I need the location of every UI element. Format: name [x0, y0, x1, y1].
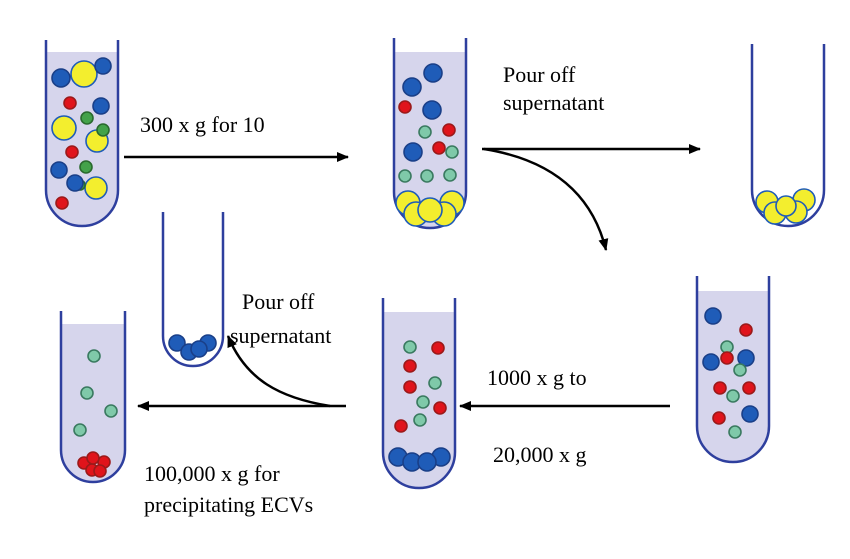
- particles-mixed: [50, 57, 112, 210]
- tube-initial-sample: [44, 40, 120, 228]
- tube-after-20000g: [381, 298, 457, 490]
- tube-pellet-large-cells: [750, 44, 826, 228]
- particles-supernatant: [398, 63, 459, 183]
- label-supernatant-1: supernatant: [503, 90, 605, 115]
- arrow-pour-off-2: [226, 335, 331, 408]
- tube-supernatant-transferred: [695, 276, 771, 464]
- red-pellet: [77, 451, 111, 478]
- arrow-transfer-supernatant: [483, 147, 609, 251]
- label-pour-off-1: Pour off: [503, 62, 576, 87]
- label-step3-line2: precipitating ECVs: [144, 492, 314, 517]
- blue-pellet: [388, 447, 451, 472]
- particles-teal: [73, 349, 118, 437]
- tube-after-300g: [392, 38, 468, 230]
- tube-ecv-pellet: [59, 311, 127, 484]
- label-supernatant-2: supernatant: [230, 323, 332, 348]
- label-step1: 300 x g for 10: [140, 112, 265, 137]
- yellow-pellet: [395, 190, 465, 227]
- label-step3-line1: 100,000 x g for: [144, 461, 280, 486]
- blue-pellet-2: [168, 334, 217, 361]
- tube-pellet-blue: [161, 212, 225, 368]
- particles-supernatant-2: [702, 307, 759, 439]
- label-step2-line1: 1000 x g to: [487, 365, 587, 390]
- label-step2-line2: 20,000 x g: [493, 442, 587, 467]
- yellow-pellet-2: [755, 188, 816, 225]
- label-pour-off-2: Pour off: [242, 289, 315, 314]
- particles-supernatant-3: [394, 340, 447, 433]
